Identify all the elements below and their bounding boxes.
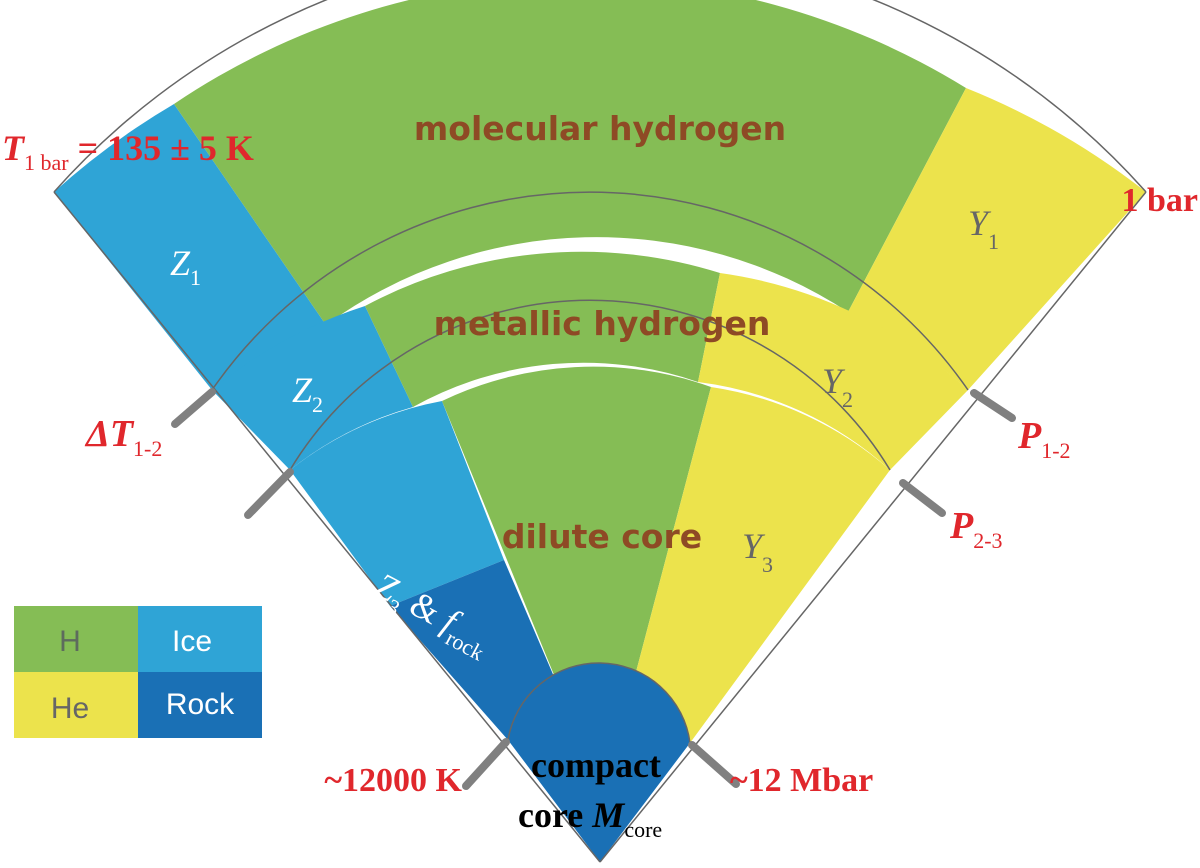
compact-core-label-line2: core Mcore — [518, 795, 662, 842]
legend-rock-swatch — [138, 672, 262, 738]
surface-pressure-annotation: 1 bar — [1122, 182, 1199, 219]
outer-boundary-arc — [53, 0, 1147, 193]
legend-ice-label: Ice — [172, 625, 212, 658]
legend-h-swatch — [14, 606, 138, 672]
y3-label: Y3 — [742, 526, 773, 577]
dilute-rock-sector — [390, 560, 570, 740]
z1-label: Z1 — [170, 243, 201, 290]
boundary-arc-1-2 — [211, 191, 969, 391]
metallic-ice-sector — [212, 306, 413, 470]
core-pressure-annotation: ~12 Mbar — [730, 762, 873, 799]
p-1-2-annotation: P1-2 — [1017, 415, 1071, 463]
y1-label: Y1 — [968, 203, 999, 254]
delta-t-1-2-annotation: ΔT1-2 — [84, 413, 162, 461]
molecular-helium-sector — [848, 88, 1146, 390]
molecular-hydrogen-sector — [174, 0, 966, 325]
tick-right-2-3 — [899, 479, 946, 517]
y2-label: Y2 — [822, 361, 853, 412]
legend: H Ice He Rock — [14, 606, 262, 738]
compact-core-label-line1: compact — [531, 745, 661, 785]
legend-he-swatch — [14, 672, 138, 738]
tick-right-1-2 — [970, 389, 1016, 422]
p-2-3-annotation: P2-3 — [949, 505, 1003, 553]
legend-he-label: He — [51, 692, 89, 725]
core-boundary-arc — [507, 662, 691, 744]
molecular-ice-sector — [54, 104, 326, 390]
metallic-hydrogen-sector — [365, 251, 720, 407]
tick-right-core — [688, 741, 740, 788]
molecular-hydrogen-label: molecular hydrogen — [414, 109, 786, 148]
surface-temperature-annotation: T1 bar = 135 ± 5 K — [2, 128, 254, 175]
legend-ice-swatch — [138, 606, 262, 672]
core-temperature-annotation: ~12000 K — [324, 762, 462, 799]
tick-left-2-3 — [244, 468, 294, 519]
left-edge — [53, 191, 601, 863]
tick-left-core — [462, 738, 510, 790]
dilute-helium-sector — [626, 387, 890, 743]
dilute-hydrogen-sector — [442, 366, 711, 714]
compact-core-sector — [508, 662, 690, 862]
metallic-hydrogen-label: metallic hydrogen — [434, 304, 771, 343]
z2-label: Z2 — [292, 370, 323, 417]
legend-rock-label: Rock — [166, 688, 235, 721]
right-edge — [599, 191, 1147, 863]
dilute-ice-sector — [290, 401, 504, 606]
boundary-arc-2-3 — [289, 299, 891, 471]
metallic-helium-sector — [698, 273, 968, 470]
tick-left-1-2 — [171, 388, 216, 428]
dilute-core-label: dilute core — [502, 517, 702, 556]
legend-h-label: H — [59, 625, 81, 658]
